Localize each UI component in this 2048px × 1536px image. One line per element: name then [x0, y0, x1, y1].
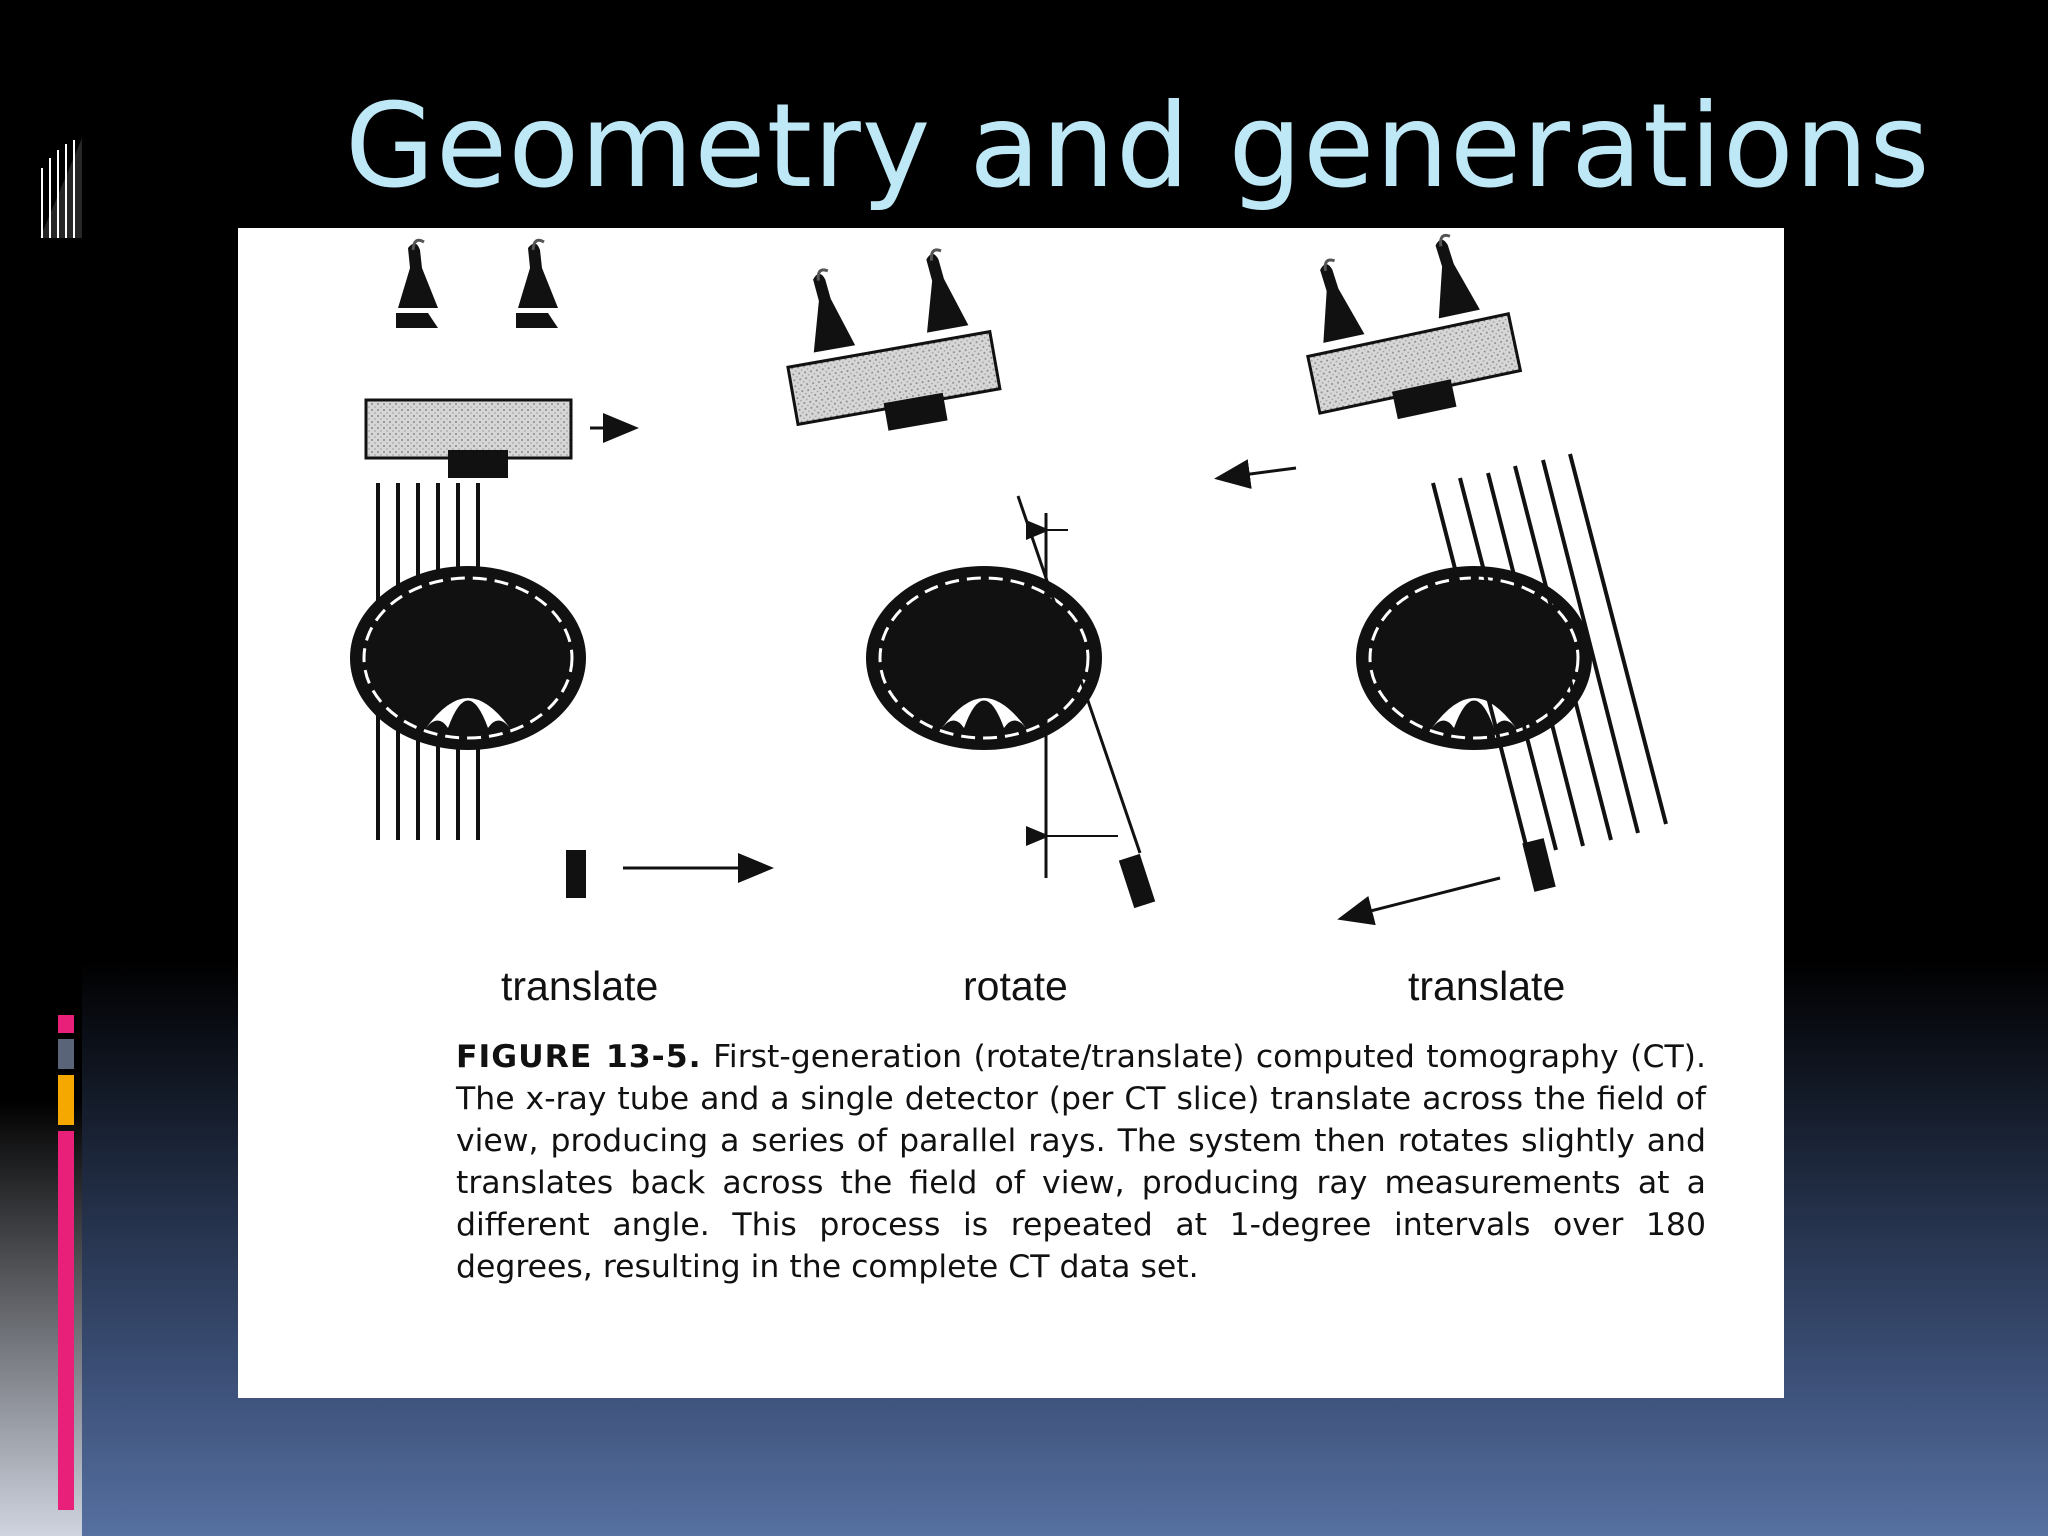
xray-tube-gantry — [364, 238, 573, 478]
slide-title: Geometry and generations — [345, 79, 1931, 214]
panel-label-translate-1: translate — [501, 963, 659, 1009]
ct-geometry-diagram — [350, 233, 1668, 926]
panel-translate-1 — [350, 238, 774, 898]
patient-cross-section — [1356, 566, 1592, 750]
caption-text: First-generation (rotate/translate) comp… — [456, 1039, 1706, 1285]
decorative-color-bars — [58, 1015, 74, 1510]
figure-caption: FIGURE 13-5. First-generation (rotate/tr… — [456, 1036, 1706, 1288]
decorative-lines — [40, 138, 82, 238]
panel-label-translate-2: translate — [1408, 963, 1566, 1009]
caption-label: FIGURE 13-5. — [456, 1039, 702, 1075]
panel-label-rotate: rotate — [963, 963, 1068, 1009]
panel-translate-2 — [1214, 233, 1668, 926]
figure-panel: translate rotate translate FIGURE 13-5. … — [238, 228, 1784, 1398]
patient-cross-section — [350, 566, 586, 750]
patient-cross-section — [866, 566, 1102, 750]
panel-rotate — [786, 248, 1156, 909]
